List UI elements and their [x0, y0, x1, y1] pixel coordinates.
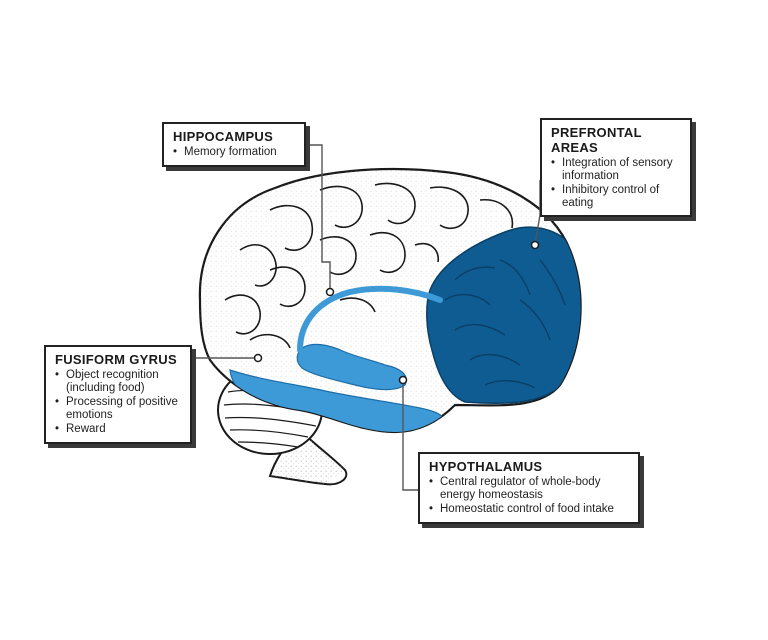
fusiform-title: FUSIFORM GYRUS [55, 352, 177, 367]
fusiform-label: FUSIFORM GYRUS Object recognition (inclu… [44, 345, 192, 444]
prefrontal-label: PREFRONTAL AREAS Integration of sensory … [540, 118, 692, 217]
fusiform-bullet-3: Reward [55, 423, 181, 436]
leader-dots [253, 240, 540, 385]
hypothalamus-region [296, 343, 407, 391]
hypothalamus-bullet-2: Homeostatic control of food intake [429, 503, 629, 516]
fusiform-bullet-2: Processing of positive emotions [55, 396, 181, 421]
hippocampus-bullet-1: Memory formation [173, 146, 295, 159]
prefrontal-title: PREFRONTAL AREAS [551, 125, 642, 155]
prefrontal-bullet-1: Integration of sensory information [551, 157, 681, 182]
hypothalamus-bullet-1: Central regulator of whole-body energy h… [429, 476, 629, 501]
hippocampus-label: HIPPOCAMPUS Memory formation [162, 122, 306, 167]
prefrontal-bullet-2: Inhibitory control of eating [551, 184, 681, 209]
hippocampus-title: HIPPOCAMPUS [173, 129, 274, 144]
fusiform-bullet-1: Object recognition (including food) [55, 369, 181, 394]
gyri-lines [224, 182, 514, 349]
hippocampus-region [297, 285, 443, 353]
hypothalamus-title: HYPOTHALAMUS [429, 459, 543, 474]
hypothalamus-label: HYPOTHALAMUS Central regulator of whole-… [418, 452, 640, 524]
